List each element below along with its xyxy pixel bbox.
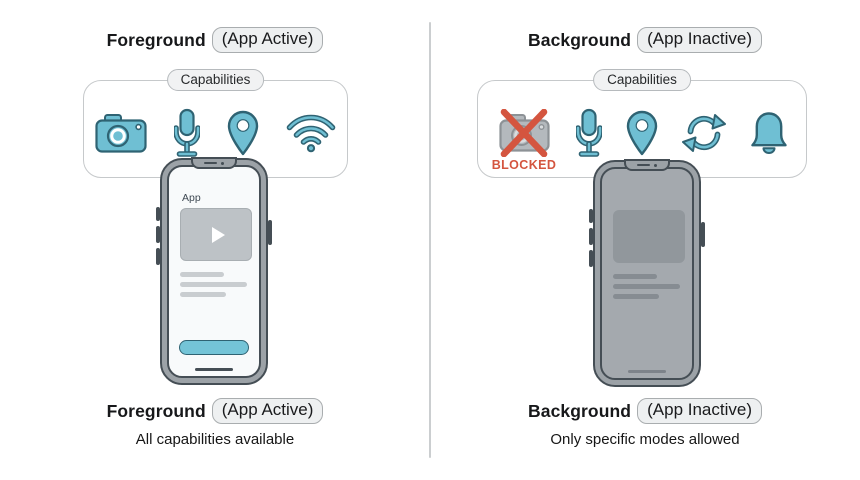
background-header: Background (App Inactive) [430, 27, 860, 53]
camera-icon [95, 114, 147, 153]
home-indicator [628, 370, 666, 373]
speaker-slot [204, 161, 217, 165]
phone-foreground: App [156, 157, 272, 385]
phone-notch [191, 157, 237, 169]
phone-notch [624, 159, 670, 171]
phone-screen-active: App [167, 165, 261, 378]
app-action-button [179, 340, 249, 355]
text-line [613, 294, 659, 299]
notification-bell-icon [751, 112, 787, 154]
foreground-footer-title: Foreground [106, 400, 206, 421]
background-subtitle: Only specific modes allowed [550, 431, 740, 448]
app-inactive-badge: (App Inactive) [637, 27, 762, 53]
text-line [180, 272, 224, 277]
text-line [613, 274, 657, 279]
wifi-icon [286, 114, 336, 153]
app-active-footer-badge: (App Active) [211, 398, 324, 424]
location-pin-icon [227, 110, 259, 156]
phone-side-button [268, 220, 272, 245]
panel-foreground: Foreground (App Active) Capabilities [0, 27, 430, 448]
location-pin-icon [626, 110, 658, 156]
phone-background [589, 159, 705, 387]
phone-side-button [156, 226, 160, 243]
background-footer: Background (App Inactive) [430, 398, 860, 424]
capabilities-icons-background: BLOCKED [478, 81, 806, 177]
blocked-label: BLOCKED [491, 158, 557, 172]
divider-line [429, 22, 431, 458]
app-active-badge: (App Active) [211, 27, 324, 53]
phone-side-button [156, 248, 160, 265]
home-indicator [195, 368, 233, 371]
video-player [180, 208, 252, 261]
microphone-icon [576, 108, 602, 157]
text-line [180, 292, 226, 297]
text-line [180, 282, 247, 287]
background-footer-title: Background [528, 400, 632, 421]
phone-side-button [589, 250, 593, 267]
front-camera-dot [221, 161, 224, 165]
background-refresh-icon [682, 114, 726, 152]
capabilities-pill: Capabilities [166, 69, 265, 91]
phone-side-button [701, 222, 705, 247]
capabilities-pill: Capabilities [593, 69, 691, 91]
panel-background: Background (App Inactive) Capabilities [430, 0, 860, 480]
foreground-title: Foreground [106, 29, 206, 50]
capabilities-icons-foreground [84, 81, 347, 177]
video-player-dimmed [613, 210, 685, 263]
foreground-footer: Foreground (App Active) [0, 398, 430, 424]
play-icon [211, 226, 225, 243]
app-label: App [182, 192, 201, 204]
phone-screen-inactive [600, 167, 694, 380]
phone-side-button [589, 209, 593, 223]
text-line [613, 284, 680, 289]
front-camera-dot [654, 163, 657, 167]
phone-side-button [589, 228, 593, 245]
microphone-icon [174, 108, 200, 157]
foreground-subtitle: All capabilities available [135, 431, 295, 448]
speaker-slot [637, 163, 650, 167]
camera-blocked: BLOCKED [492, 109, 556, 172]
app-inactive-footer-badge: (App Inactive) [637, 398, 762, 424]
phone-side-button [156, 207, 160, 221]
camera-blocked-icon [499, 109, 550, 157]
foreground-header: Foreground (App Active) [0, 27, 430, 53]
background-title: Background [528, 29, 632, 50]
